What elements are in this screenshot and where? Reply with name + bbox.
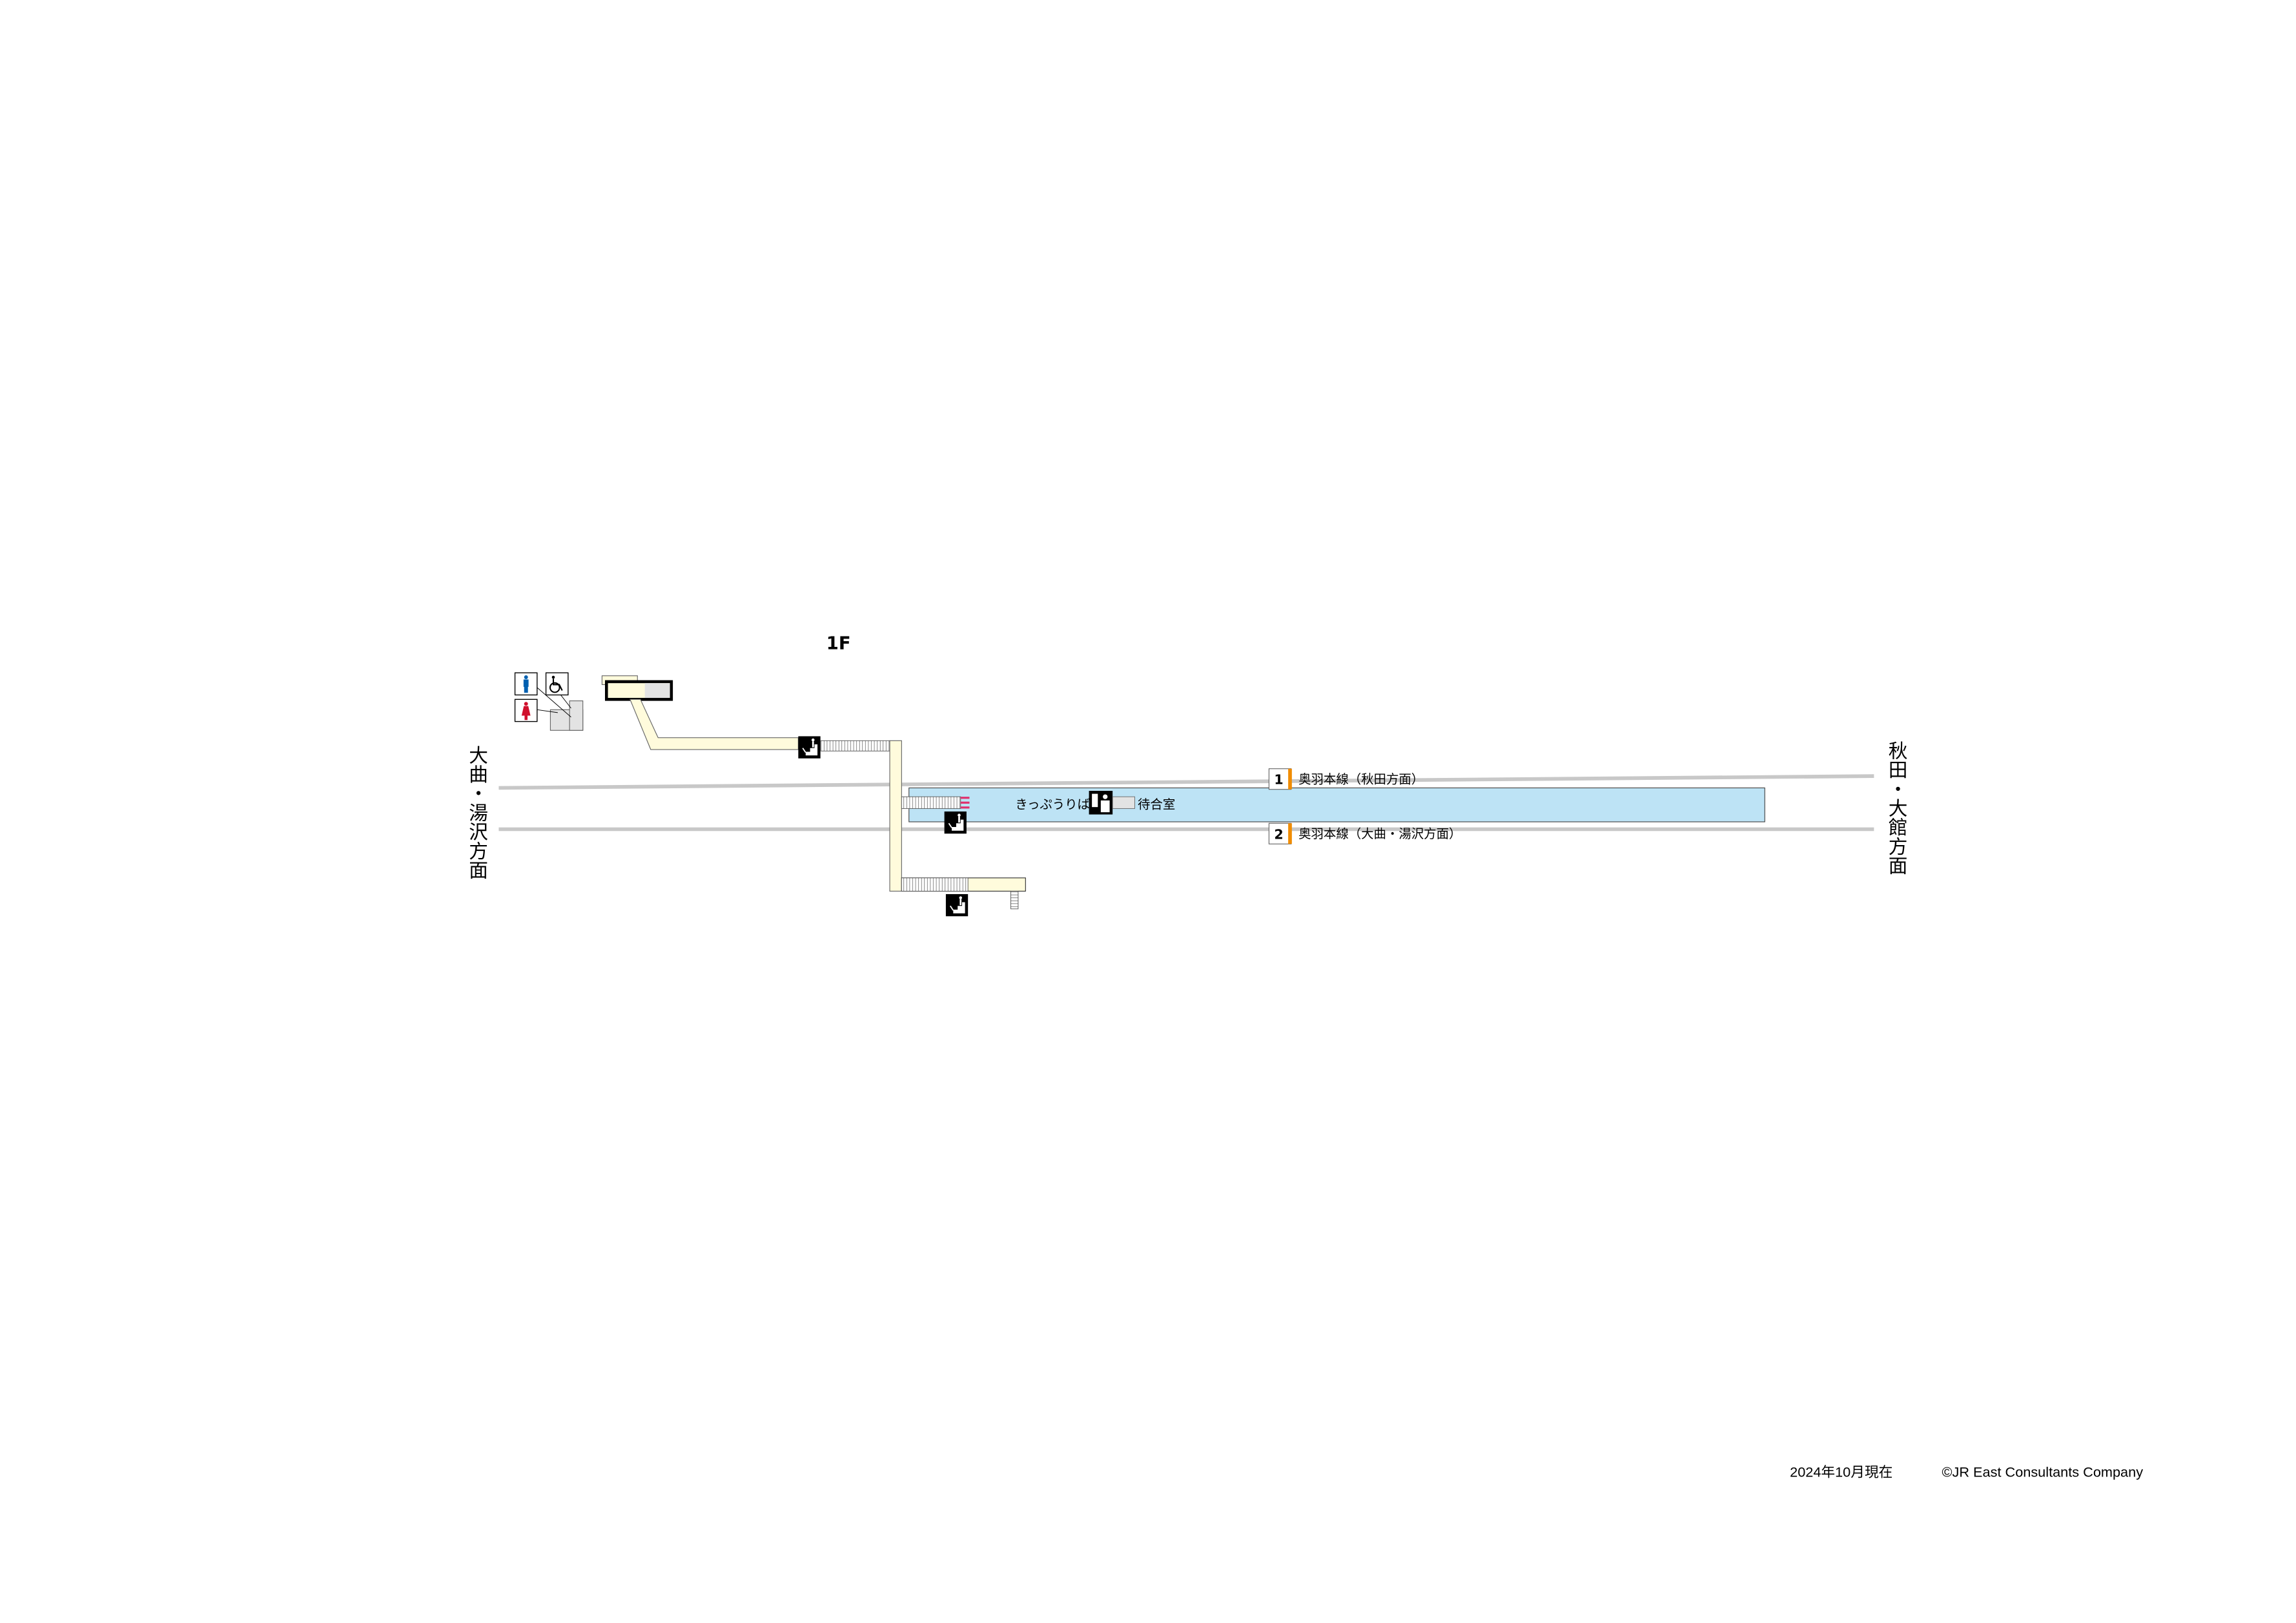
track-1-sign: 1 奥羽本線（秋田方面） <box>1268 768 1424 790</box>
lower-staircase <box>901 877 969 892</box>
waiting-room-label: 待合室 <box>1138 797 1175 812</box>
vertical-corridor <box>889 740 902 892</box>
direction-left: 大曲・湯沢方面 <box>466 745 488 879</box>
svg-text:1: 1 <box>1274 772 1283 788</box>
copyright: ©JR East Consultants Company <box>1942 1464 2144 1480</box>
accessible-toilet-icon <box>545 672 569 696</box>
track-2-sign: 2 奥羽本線（大曲・湯沢方面） <box>1268 822 1461 844</box>
waiting-room <box>1112 796 1135 809</box>
track-1 <box>498 774 1874 790</box>
svg-text:2: 2 <box>1274 826 1283 842</box>
stairs-icon <box>945 893 969 917</box>
tactile-paving <box>960 797 970 809</box>
ticket-counter-label: きっぷうりば <box>1015 797 1090 812</box>
mens-toilet-icon <box>514 672 538 696</box>
date-note: 2024年10月現在 <box>1790 1464 1892 1480</box>
floor-label: 1F <box>826 634 851 654</box>
stairs-icon <box>943 810 968 835</box>
track-1-label: 奥羽本線（秋田方面） <box>1298 772 1424 787</box>
womens-toilet-icon <box>514 699 538 722</box>
exit-steps <box>1010 890 1019 910</box>
track-2-label: 奥羽本線（大曲・湯沢方面） <box>1298 826 1461 841</box>
footbridge-corridor <box>629 699 799 750</box>
platform-staircase <box>901 796 961 809</box>
station-entrance <box>601 675 673 701</box>
staircase <box>820 740 890 751</box>
toilet-building <box>537 687 584 731</box>
direction-right: 秋田・大館方面 <box>1885 740 1907 875</box>
ticket-office-icon <box>1089 791 1113 815</box>
stairs-icon <box>797 735 822 760</box>
